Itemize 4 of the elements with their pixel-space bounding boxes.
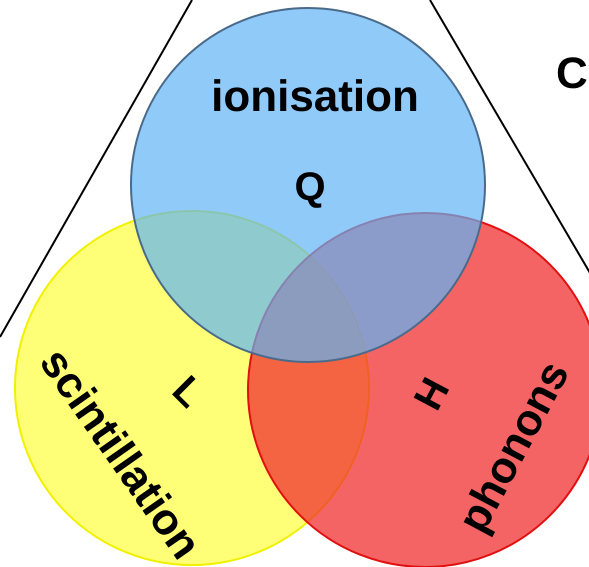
circle-symbol: Q [294,167,326,207]
corner-label: C [556,52,588,96]
circle-title: ionisation [211,75,419,119]
circle-symbol: H [408,372,456,416]
